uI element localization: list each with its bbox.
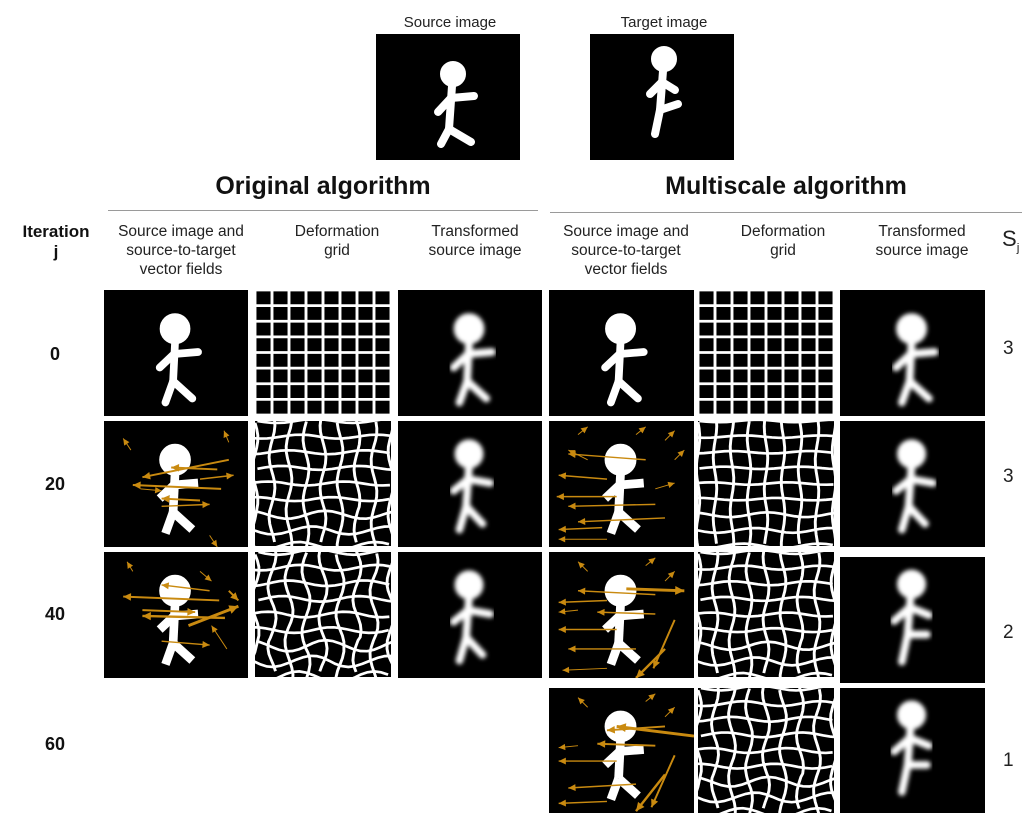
row0-ms-transformed-panel [840,290,985,416]
ms-vectors-header-l1: Source image and [563,223,689,240]
row0-ms-vectors-image [601,313,648,407]
row20-ms-grid-panel [698,421,834,546]
iteration-header: Iteration j [8,222,104,262]
s-value-row-20: 3 [1003,466,1014,487]
row0-ms-grid-image [698,290,834,415]
row40-ms-grid-image [698,552,834,677]
row20-orig-grid-panel [255,421,391,546]
row60-ms-transformed-image [890,700,933,796]
row20-orig-grid-image [255,421,391,546]
ms-transformed-header-l2: source image [875,242,969,259]
row20-ms-grid-image [698,421,834,546]
row60-ms-vectors-image [558,693,694,812]
row40-orig-vectors-image [123,561,240,666]
original-rule [108,210,538,211]
row40-ms-grid-panel [698,552,834,677]
iteration-40-label: 40 [44,604,66,624]
row0-orig-transformed-image [449,313,496,407]
orig-vectors-header: Source image and source-to-target vector… [104,222,258,279]
iteration-header-word: Iteration [22,222,90,241]
row60-ms-transformed-panel [840,688,985,813]
row60-ms-vectors-panel [549,688,694,813]
row0-orig-transformed-panel [398,290,542,416]
s-header: Sj [1002,226,1019,254]
source-image-label: Source image [403,14,497,31]
orig-transformed-header: Transformed source image [400,222,550,260]
row20-orig-vectors-image [122,430,234,547]
row0-orig-vectors-panel [104,290,248,416]
row20-ms-vectors-image [556,426,685,543]
row0-ms-grid-panel [698,290,834,415]
row20-ms-transformed-panel [840,421,985,547]
iteration-0-label: 0 [49,344,60,364]
ms-vectors-header-l3: vector fields [584,261,668,278]
ms-grid-header: Deformation grid [708,222,858,260]
orig-vectors-header-l1: Source image and [118,223,244,240]
original-algorithm-heading: Original algorithm [215,172,431,200]
orig-grid-header-l1: Deformation [294,223,380,240]
row0-orig-vectors-image [155,313,202,407]
s-value-row-60: 1 [1003,750,1014,771]
target-image-label: Target image [620,14,708,31]
multiscale-algorithm-heading: Multiscale algorithm [665,172,907,200]
row20-orig-vectors-panel [104,421,248,547]
row40-ms-transformed-panel [840,557,985,683]
row60-ms-grid-panel [698,688,834,813]
ms-vectors-header-l2: source-to-target [571,242,681,259]
iteration-60-label: 60 [44,734,66,754]
orig-transformed-header-l2: source image [428,242,522,259]
target-image [590,34,734,160]
s-header-subscript: j [1016,240,1020,255]
s-value-row-0: 3 [1003,338,1014,359]
row0-ms-transformed-image [892,313,939,407]
row40-orig-grid-image [255,552,391,677]
row40-ms-vectors-panel [549,552,694,678]
row60-ms-grid-image [698,688,834,813]
row0-ms-vectors-panel [549,290,694,416]
ms-grid-header-l2: grid [770,242,796,259]
orig-grid-header-l2: grid [324,242,350,259]
row20-ms-transformed-image [892,439,937,534]
source-stick-figure [434,61,478,148]
row40-orig-vectors-panel [104,552,248,678]
row20-orig-transformed-image [449,439,494,534]
ms-vectors-header: Source image and source-to-target vector… [548,222,704,279]
row0-orig-grid-panel [255,290,391,415]
row40-orig-transformed-image [449,570,494,665]
iteration-20-label: 20 [44,474,66,494]
s-value-row-40: 2 [1003,622,1014,643]
row40-orig-grid-panel [255,552,391,677]
row20-ms-vectors-panel [549,421,694,547]
orig-vectors-header-l2: source-to-target [126,242,236,259]
target-stick-figure [646,46,682,138]
ms-grid-header-l1: Deformation [740,223,826,240]
row40-ms-transformed-image [890,569,933,666]
row20-orig-transformed-panel [398,421,542,547]
multiscale-rule [550,212,1022,213]
orig-grid-header: Deformation grid [262,222,412,260]
s-header-letter: S [1002,226,1017,251]
ms-transformed-header-l1: Transformed [878,223,966,240]
iteration-header-j: j [53,242,59,261]
row40-orig-transformed-panel [398,552,542,678]
source-image [376,34,520,160]
orig-vectors-header-l3: vector fields [139,261,223,278]
ms-transformed-header: Transformed source image [846,222,998,260]
orig-transformed-header-l1: Transformed [431,223,519,240]
row40-ms-vectors-image [558,557,685,678]
row0-orig-grid-image [255,290,391,415]
